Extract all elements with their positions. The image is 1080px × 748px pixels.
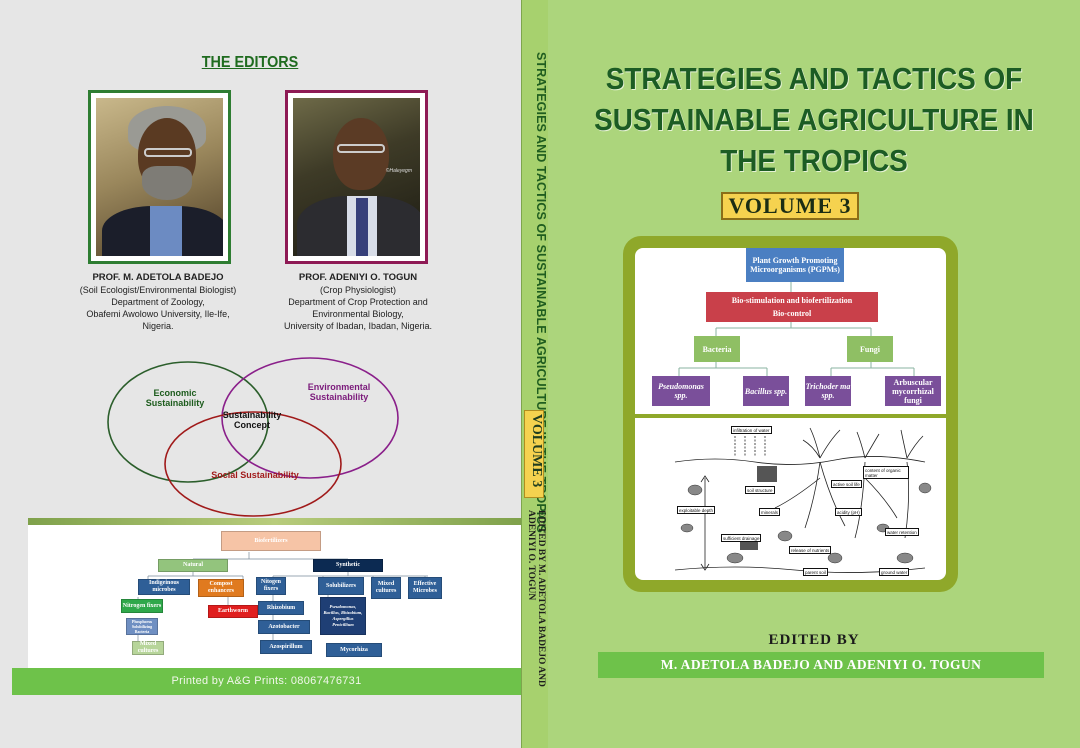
- label-exploitable: exploitable depth: [677, 506, 716, 514]
- bf-synthetic: Synthetic: [313, 559, 383, 572]
- panel-divider: [635, 414, 946, 418]
- editor2-role: (Crop Physiologist): [319, 285, 397, 295]
- bf-earthworm: Earthworm: [208, 605, 258, 618]
- bf-effective: Effective Microbes: [408, 577, 442, 599]
- label-minerals: minerals: [759, 508, 781, 516]
- pgpm-bio-line2: Bio-control: [772, 309, 812, 318]
- venn-core-label: Sustainability Concept: [222, 410, 282, 430]
- bf-azospirillum: Azospirillum: [260, 640, 312, 654]
- photo-signature: ©Haleyegm: [385, 168, 412, 174]
- editor2-dept2: Environmental Biology,: [312, 309, 404, 319]
- pgpm-pseudomonas: Pseudomonas spp.: [652, 376, 710, 406]
- bf-phosphorus: Phosphorus Solubilizing Bacteria: [126, 618, 158, 635]
- editor1-info: PROF. M. ADETOLA BADEJO (Soil Ecologist/…: [58, 272, 258, 332]
- label-release: release of nutrients: [789, 546, 832, 554]
- biofertilizers-diagram: Biofertilizers Natural Synthetic Indigei…: [28, 525, 521, 668]
- pgpm-arbuscular: Arbuscular mycorrhizal fungi: [885, 376, 941, 406]
- label-ground-water: ground water: [879, 568, 910, 576]
- editor1-dept: Department of Zoology,: [111, 297, 205, 307]
- editor2-inst: University of Ibadan, Ibadan, Nigeria.: [283, 321, 433, 331]
- bf-nitrogen-left: Nitrogen fixers: [121, 599, 163, 613]
- front-editors-band: M. ADETOLA BADEJO AND ADENIYI O. TOGUN: [598, 652, 1044, 678]
- label-content-om: content of organic matter: [863, 466, 909, 479]
- printer-credit: Printed by A&G Prints: 08067476731: [12, 668, 521, 695]
- book-spine: STRATEGIES AND TACTICS OF SUSTAINABLE AG…: [521, 0, 548, 748]
- bf-nitrogen-right: Nitogen fixers: [256, 577, 286, 595]
- bf-rhizobium: Rhizobium: [258, 601, 304, 615]
- bf-mixed-right: Mixed cultures: [371, 577, 401, 599]
- decorative-green-strip: [28, 518, 521, 525]
- pgpm-root: Plant Growth Promoting Microorganisms (P…: [746, 248, 844, 282]
- venn-economic-circle: [107, 361, 269, 483]
- venn-social-circle: [164, 411, 342, 517]
- spine-volume-badge: VOLUME 3: [524, 410, 544, 498]
- bf-mycorhiza: Mycorhiza: [326, 643, 382, 657]
- editor1-role: (Soil Ecologist/Environmental Biologist): [79, 285, 237, 295]
- spine-title: STRATEGIES AND TACTICS OF SUSTAINABLE AG…: [534, 52, 548, 533]
- front-title-line1: STRATEGIES AND TACTICS OF: [605, 61, 1023, 96]
- label-drainage: sufficient drainage: [721, 534, 762, 542]
- front-title: STRATEGIES AND TACTICS OF SUSTAINABLE AG…: [593, 58, 1036, 181]
- pgpm-bacteria: Bacteria: [694, 336, 740, 362]
- back-cover: THE EDITORS ©Haleyegm PROF. M. ADETOLA B…: [0, 0, 521, 748]
- label-water-retention: water retention: [885, 528, 919, 536]
- editor1-photo: [88, 90, 231, 264]
- pgpm-fungi: Fungi: [847, 336, 893, 362]
- spine-volume-text: VOLUME 3: [529, 414, 544, 488]
- label-active-life: active soil life: [831, 480, 862, 488]
- sustainability-venn-diagram: Economic Sustainability Environmental Su…: [100, 346, 420, 522]
- edited-by-label: EDITED BY: [768, 632, 860, 648]
- bf-solub-list: Pseudomonas, Bacillus, Rhizobium, Asperg…: [320, 597, 366, 635]
- venn-economic-label: Economic Sustainability: [145, 388, 205, 408]
- spine-editors-line1: EDITED BY M. ADETOLA BADEJO AND: [536, 510, 546, 687]
- bf-natural: Natural: [158, 559, 228, 572]
- pgpm-bacillus: Bacillus spp.: [743, 376, 789, 406]
- venn-environmental-label: Environmental Sustainability: [307, 382, 371, 402]
- label-acidity: acidity (pH): [835, 508, 862, 516]
- bf-mixed-left: Mixed cultures: [132, 641, 164, 655]
- front-volume-badge: VOLUME 3: [721, 192, 859, 220]
- editor2-dept: Department of Crop Protection and: [288, 297, 428, 307]
- pgpm-bio-line1: Bio-stimulation and biofertilization: [731, 296, 853, 305]
- front-cover: STRATEGIES AND TACTICS OF SUSTAINABLE AG…: [548, 0, 1080, 748]
- pgpm-trichoderma: Trichoder ma spp.: [805, 376, 851, 406]
- label-infiltration: infiltration of water: [731, 426, 772, 434]
- editor2-photo: ©Haleyegm: [285, 90, 428, 264]
- bf-azotobacter: Azotobacter: [258, 620, 310, 634]
- bf-indigenous: Indigeinous microbes: [138, 579, 190, 595]
- spine-editors: EDITED BY M. ADETOLA BADEJO AND ADENIYI …: [522, 510, 546, 690]
- spine-editors-line2: ADENIYI O. TOGUN: [526, 510, 536, 601]
- bf-root: Biofertilizers: [221, 531, 321, 551]
- venn-environmental-circle: [221, 357, 399, 479]
- editor1-name: PROF. M. ADETOLA BADEJO: [92, 272, 224, 283]
- pgpm-bio: Bio-stimulation and biofertilization Bio…: [706, 292, 878, 322]
- editor1-inst: Obafemi Awolowo University, Ile-Ife,: [86, 309, 230, 319]
- editor1-country: Nigeria.: [142, 321, 174, 331]
- soil-illustration: infiltration of water content of organic…: [635, 418, 946, 580]
- label-soil-structure: soil structure: [745, 486, 775, 494]
- bf-compost: Compost enhancers: [198, 579, 244, 597]
- label-parent-soil: parent soil: [803, 568, 828, 576]
- editor2-name: PROF. ADENIYI O. TOGUN: [298, 272, 418, 283]
- venn-social-label: Social Sustainability: [211, 470, 299, 480]
- editors-heading: THE EDITORS: [201, 54, 299, 71]
- front-title-line3: THE TROPICS: [720, 143, 908, 178]
- illustration-panel: Plant Growth Promoting Microorganisms (P…: [635, 248, 946, 580]
- front-title-line2: SUSTAINABLE AGRICULTURE IN: [594, 102, 1034, 137]
- editor2-info: PROF. ADENIYI O. TOGUN (Crop Physiologis…: [258, 272, 458, 332]
- bf-solubilizers: Solubilizers: [318, 577, 364, 595]
